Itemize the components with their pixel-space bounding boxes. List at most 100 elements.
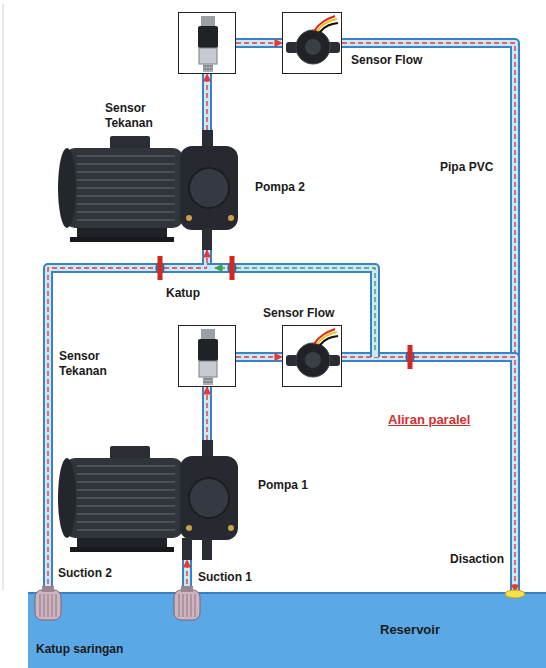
pressure-sensor-icon [203, 379, 213, 380]
pressure-sensor-icon [201, 16, 215, 26]
flow-sensor-box: Sensor Flow [282, 12, 342, 74]
strainer-illustration [187, 594, 188, 617]
pressure-sensor-box: Sensor Tekanan [178, 325, 236, 387]
flow-arrow [236, 356, 282, 357]
flow-sensor-icon [305, 352, 321, 368]
pressure-sensor-icon [198, 339, 218, 361]
flow-sensor-icon [296, 343, 330, 377]
suction-label: Suction 1 [198, 570, 252, 585]
pump-illustration [182, 538, 192, 560]
pump-illustration [228, 525, 234, 531]
pump-illustration [186, 525, 192, 531]
pressure-sensor-icon [199, 48, 217, 64]
discharge-label: Disaction [450, 552, 504, 567]
pipe-wall [342, 43, 515, 592]
flow-sensor-icon [320, 336, 338, 345]
pump-illustration [180, 456, 238, 540]
node-body: Reservoir [380, 622, 440, 637]
flow-arrow [206, 387, 207, 440]
flow-arrow [342, 43, 515, 592]
strainer-illustration [505, 590, 525, 598]
strainer-illustration [56, 594, 57, 617]
pump-illustration [110, 446, 150, 460]
pipe-connector [342, 43, 515, 592]
pipe-bore [236, 354, 282, 360]
flow-sensor-icon [305, 39, 321, 55]
strainer-illustration [174, 590, 200, 620]
pressure-sensor-icon [201, 329, 215, 339]
pump-illustration [189, 478, 229, 518]
pump-illustration [110, 136, 150, 150]
pipe-label: Pipa PVC [440, 160, 493, 175]
pressure-sensor-icon [179, 13, 237, 75]
valve-label: Katup [166, 286, 200, 301]
pump-illustration [228, 215, 234, 221]
pressure-sensor-icon [203, 377, 213, 385]
pressure-sensor-icon [203, 69, 213, 70]
pump-illustration [77, 529, 175, 531]
pump-illustration [77, 497, 175, 499]
strainer-illustration [191, 594, 192, 617]
strainer-illustration [52, 594, 53, 617]
pump-illustration [77, 203, 175, 205]
pipe-wall [342, 357, 515, 592]
node-label: Sensor Flow [263, 306, 334, 321]
pipe-bore [48, 250, 207, 592]
strainer-illustration [35, 590, 61, 620]
node-label: Katup saringan [36, 642, 123, 657]
node-label: Sensor Tekanan [59, 349, 121, 379]
pipe-wall [202, 387, 212, 440]
strainer-illustration [44, 594, 45, 617]
strainer-illustration [40, 594, 41, 617]
pipe-connector [207, 387, 208, 440]
node-label: Sensor Flow [351, 53, 422, 68]
pump-illustration [58, 458, 76, 538]
flow-mode-label: Aliran paralel [388, 412, 470, 427]
pump-illustration [65, 148, 183, 228]
strainer-illustration [183, 594, 184, 617]
strainer-illustration [28, 594, 546, 668]
pipe-bore [204, 387, 210, 440]
valve [408, 345, 413, 369]
pipe-wall [236, 38, 282, 48]
pressure-sensor-box: Sensor Tekanan [178, 12, 236, 74]
pump-illustration [77, 219, 175, 221]
pump-illustration [70, 547, 174, 552]
pump-illustration [77, 489, 175, 491]
pump-illustration [65, 458, 183, 538]
flow-sensor-box: Sensor Flow [282, 325, 342, 387]
reservoir-band: Katup saringan Reservoir [28, 592, 546, 668]
strainer-illustration [181, 586, 193, 592]
flow-sensor-icon [320, 23, 338, 32]
pump-illustration [77, 155, 175, 157]
pump: Pompa 2 [55, 130, 245, 250]
valve [158, 256, 163, 280]
pressure-sensor-icon [198, 26, 218, 48]
flow-sensor-icon [283, 326, 343, 388]
pipe-wall [182, 560, 192, 592]
pipe-wall [48, 250, 207, 592]
pump-illustration [55, 130, 245, 250]
pump-illustration [202, 538, 212, 560]
pressure-sensor-icon [203, 64, 213, 72]
flow-arrow [48, 250, 207, 592]
pressure-sensor-icon [199, 361, 217, 377]
pump: Pompa 1 [55, 440, 245, 560]
pump-illustration [77, 211, 175, 213]
pump-illustration [70, 237, 174, 242]
pump-illustration [77, 195, 175, 197]
valve [156, 256, 164, 280]
pump-illustration [202, 228, 212, 250]
pump-illustration [77, 179, 175, 181]
pump-illustration [77, 521, 175, 523]
pump-illustration [77, 171, 175, 173]
frame-line [3, 4, 4, 590]
pipe-bore [236, 40, 282, 46]
suction-label: Suction 2 [58, 566, 112, 581]
pump-illustration [77, 513, 175, 515]
valve [228, 256, 236, 280]
pressure-sensor-icon [203, 382, 213, 383]
strainer-illustration [48, 594, 49, 617]
strainer-illustration [42, 586, 54, 592]
pump-illustration [189, 168, 229, 208]
